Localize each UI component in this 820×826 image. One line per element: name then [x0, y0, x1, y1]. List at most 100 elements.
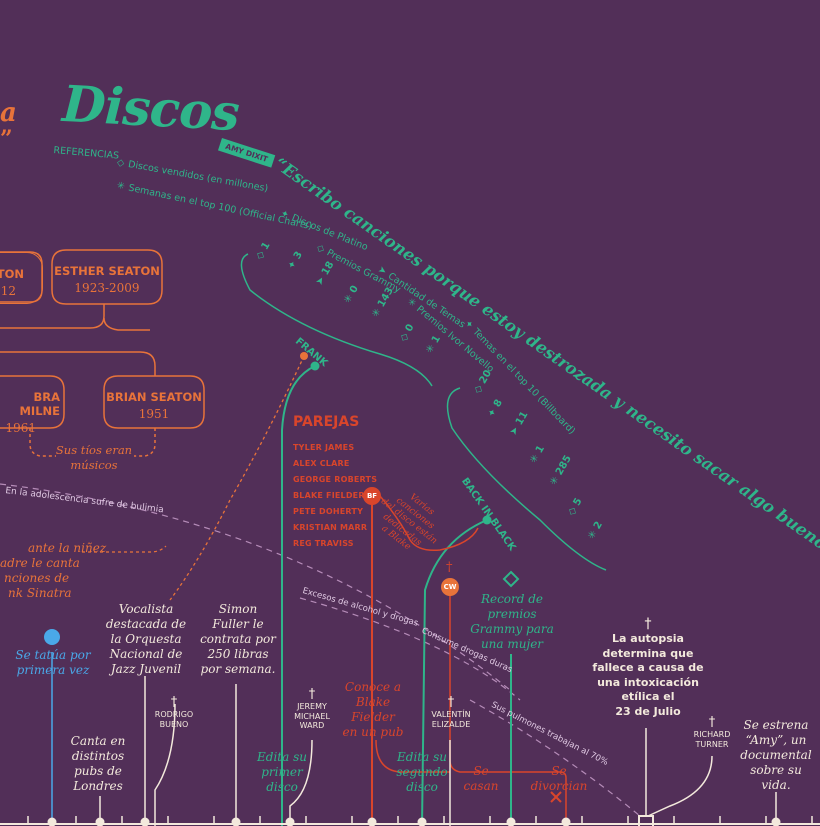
family-note: Sus tíos eran músicos — [55, 443, 133, 472]
grammy-record-line: una mujer — [480, 637, 544, 651]
event-line: por semana. — [200, 662, 276, 676]
death-richard: † RICHARD TURNER — [684, 716, 740, 749]
grammy-record-note: Record de premios Grammy para una mujer — [466, 592, 558, 652]
person-card-brian-seaton: BRIAN SEATON 1951 — [104, 376, 204, 428]
person-years: 12 — [0, 284, 16, 298]
event-second-album: Edita su segundo disco — [390, 750, 454, 795]
alcohol-curve — [299, 597, 521, 701]
cw-cross-icon: † — [446, 560, 453, 575]
person-name: BRIAN SEATON — [106, 390, 202, 404]
divorce-cross-icon — [550, 791, 562, 803]
event-tattoo: Se tatúa por primera vez — [8, 648, 98, 678]
blake-orange-curve — [379, 495, 479, 552]
event-line: distintos — [71, 749, 125, 763]
person-card-bra-milne: BRA MILNE 1961 — [0, 376, 64, 435]
left-cut-a: a — [0, 98, 17, 128]
event-line: “Amy”, un — [745, 733, 807, 747]
event-line: Londres — [73, 779, 123, 793]
cross-icon: † — [308, 687, 316, 702]
back-in-black-line — [421, 519, 488, 826]
lungs-curve — [469, 699, 641, 817]
event-line: destacada de — [105, 617, 187, 631]
married-red-line — [375, 739, 450, 773]
event-line: primer — [261, 765, 303, 779]
frank-orange-dot — [300, 352, 308, 360]
grammy-record-line: Grammy para — [470, 622, 554, 636]
event-line: Se tatúa por — [15, 648, 91, 662]
event-line: Nacional de — [109, 647, 183, 661]
diamond-icon: ◇ — [116, 157, 126, 170]
event-line: una intoxicación — [597, 675, 699, 689]
cross-icon: † — [447, 695, 455, 710]
childhood-line: nciones de — [4, 571, 70, 585]
event-marry: Se casan — [458, 764, 504, 794]
cw-badge: CW — [441, 578, 459, 596]
grammy-record-line: Record de — [480, 592, 544, 606]
frank-album-line — [281, 365, 316, 826]
event-line: Fuller le — [212, 617, 264, 631]
parejas-title: PAREJAS — [293, 414, 360, 430]
event-line: Conoce a — [344, 680, 402, 694]
event-orchestra: Vocalista destacada de la Orquesta Nacio… — [104, 602, 188, 677]
timeline-stems — [51, 652, 777, 826]
event-line: contrata por — [200, 632, 276, 646]
tattoo-pin-icon — [44, 629, 60, 645]
event-line: Edita su — [397, 750, 447, 764]
event-line: Simon — [218, 602, 258, 616]
frank-dot — [310, 361, 320, 371]
person-card-esther-seaton: ESTHER SEATON 1923-2009 — [52, 250, 162, 304]
event-line: la Orquesta — [110, 632, 182, 646]
event-line: 23 de Julio — [615, 704, 681, 718]
asterisk-icon: ✳ — [115, 180, 126, 193]
event-line: Vocalista — [118, 602, 174, 616]
event-pubs: Canta en distintos pubs de Londres — [60, 734, 136, 794]
event-first-album: Edita su primer disco — [250, 750, 314, 795]
person-line: RODRIGO — [154, 710, 194, 719]
event-line: divorcian — [530, 779, 588, 793]
pareja-name: BLAKE FIELDER — [293, 491, 365, 500]
event-line: vida. — [761, 778, 791, 792]
timeline-nodes — [47, 817, 781, 826]
pareja-name: KRISTIAN MARR — [293, 523, 368, 532]
pareja-name: ALEX CLARE — [293, 459, 350, 468]
person-line: WARD — [299, 721, 325, 730]
family-tree-lines — [0, 249, 205, 457]
event-line: casan — [463, 779, 499, 793]
event-line: Canta en — [70, 734, 126, 748]
death-jeremy: † JEREMY MICHAEL WARD — [284, 688, 340, 731]
back-in-black-stats-bracket — [446, 387, 607, 571]
event-line: Blake — [355, 695, 391, 709]
event-line: La autopsia — [612, 632, 684, 645]
person-card-aton: ATON 12 — [0, 252, 43, 304]
death-valentin: † VALENTÍN ELIZALDE — [422, 696, 480, 729]
grammy-diamond-icon — [502, 570, 520, 588]
event-line: etílica el — [621, 690, 675, 703]
pareja-name: REG TRAVISS — [293, 539, 354, 548]
event-divorce: Se divorcian — [528, 764, 590, 794]
timeline-ticks — [27, 816, 813, 824]
event-line: Edita su — [257, 750, 307, 764]
childhood-note: ante la niñez adre le canta nciones de n… — [0, 541, 106, 601]
cross-icon: † — [170, 695, 178, 710]
event-line: sobre su — [750, 763, 802, 777]
event-line: Se estrena — [743, 718, 809, 732]
event-documentary: Se estrena “Amy”, un documental sobre su… — [736, 718, 816, 793]
person-line: TURNER — [695, 739, 729, 749]
left-cut-quote: ” — [0, 126, 13, 152]
event-fuller: Simon Fuller le contrata por 250 libras … — [196, 602, 280, 677]
childhood-line: nk Sinatra — [8, 586, 72, 600]
person-line: VALENTÍN — [431, 710, 471, 719]
section-title: Discos — [60, 74, 241, 143]
person-years: 1951 — [138, 407, 170, 421]
frank-stats-bracket — [240, 253, 433, 387]
death-marker — [638, 815, 654, 826]
event-autopsy: † La autopsia determina que fallece a ca… — [590, 616, 706, 719]
event-meets-blake: Conoce a Blake Fielder en un pub — [340, 680, 406, 740]
bf-badge: BF — [363, 487, 381, 505]
event-line: en un pub — [342, 725, 404, 739]
person-line: ELIZALDE — [431, 719, 471, 729]
event-line: disco — [266, 780, 298, 794]
pareja-name: GEORGE ROBERTS — [293, 475, 378, 484]
